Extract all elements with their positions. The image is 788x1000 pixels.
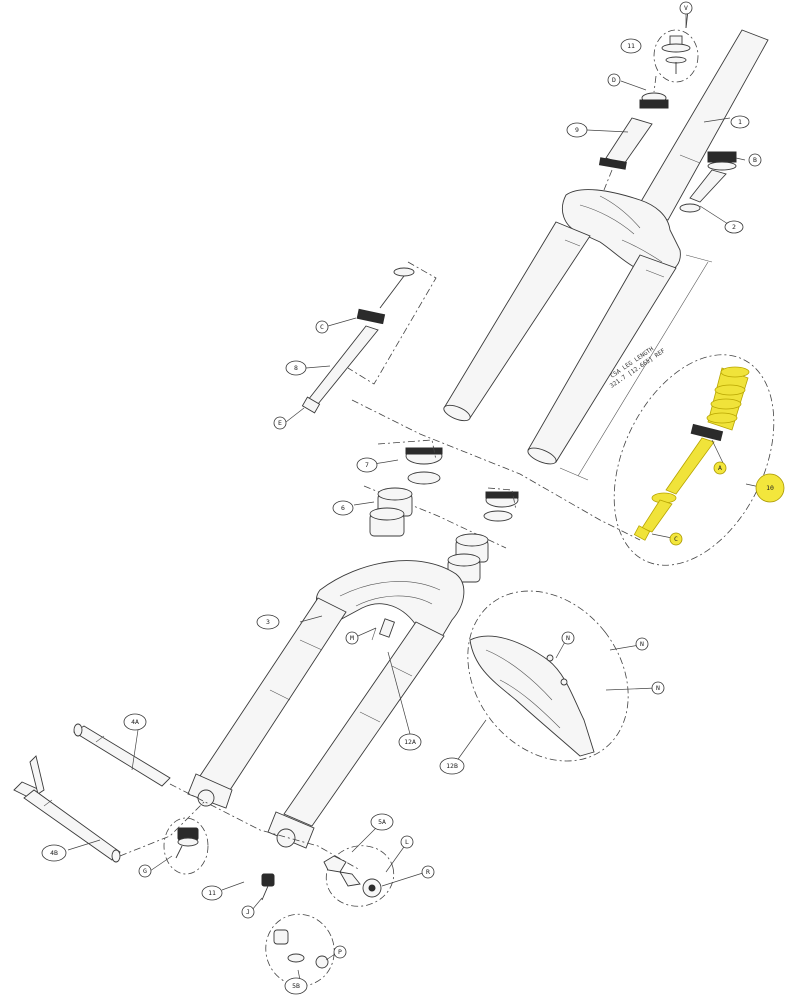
callout-1: 1 — [730, 115, 750, 129]
axle-4a — [73, 723, 171, 787]
callout-7: 7 — [356, 457, 378, 473]
svg-text:A: A — [718, 464, 722, 472]
svg-text:9: 9 — [575, 126, 579, 134]
callout-c-damper: C — [669, 532, 683, 546]
damper-assembly-10 — [613, 354, 775, 566]
svg-text:V: V — [684, 4, 688, 12]
callout-l: L — [400, 835, 414, 849]
seals-bushings — [351, 399, 641, 583]
svg-text:3: 3 — [266, 618, 270, 626]
callout-g: G — [138, 864, 152, 878]
callout-9: 9 — [566, 122, 588, 138]
svg-text:C: C — [320, 323, 324, 331]
callout-12b: 12B — [439, 757, 465, 775]
svg-text:1: 1 — [738, 118, 742, 126]
air-spring-top — [679, 151, 737, 213]
svg-text:4A: 4A — [131, 718, 139, 726]
callout-5b: 5B — [284, 977, 308, 995]
lower-legs-3 — [187, 560, 465, 849]
svg-text:7: 7 — [365, 461, 369, 469]
svg-text:11: 11 — [627, 42, 635, 50]
callout-v: V — [679, 1, 693, 15]
callout-11-top: 11 — [620, 38, 642, 54]
callout-4b: 4B — [41, 844, 67, 862]
hardware-5b — [265, 913, 335, 987]
svg-text:D: D — [612, 76, 616, 84]
upper-assembly: CSA LEG LENGTH 321.7 [12.665] REF — [443, 29, 769, 481]
callout-5a: 5A — [370, 813, 394, 831]
steerer-tube — [635, 29, 769, 221]
svg-text:4B: 4B — [50, 849, 58, 857]
leader-lines — [67, 8, 761, 981]
svg-text:G: G — [143, 867, 147, 875]
callout-c-upper: C — [315, 320, 329, 334]
callout-e: E — [273, 416, 287, 430]
svg-text:10: 10 — [766, 484, 774, 492]
fender-12b — [467, 590, 629, 762]
svg-text:6: 6 — [341, 504, 345, 512]
svg-text:5B: 5B — [292, 982, 300, 990]
svg-text:B: B — [753, 156, 757, 164]
callout-a: A — [713, 461, 727, 475]
top-cap-group — [653, 9, 699, 83]
svg-text:P: P — [338, 948, 342, 956]
svg-text:N: N — [656, 684, 660, 692]
callout-b: B — [748, 153, 762, 167]
lower-small-parts — [163, 817, 275, 901]
fender — [469, 635, 595, 757]
callout-p: P — [333, 945, 347, 959]
svg-text:M: M — [350, 634, 354, 642]
svg-text:R: R — [426, 868, 430, 876]
hardware-5a — [323, 845, 395, 907]
axle-4b-quick-release — [13, 755, 121, 863]
callout-8: 8 — [285, 360, 307, 376]
callout-r: R — [421, 865, 435, 879]
svg-text:12B: 12B — [446, 762, 458, 770]
air-shaft-8 — [301, 261, 437, 414]
svg-text:N: N — [640, 640, 644, 648]
svg-text:L: L — [405, 838, 409, 846]
callout-m: M — [345, 631, 359, 645]
callout-11-lower: 11 — [201, 885, 223, 901]
callout-n-2: N — [635, 637, 649, 651]
callout-n-1: N — [561, 631, 575, 645]
callout-n-3: N — [651, 681, 665, 695]
svg-text:5A: 5A — [378, 818, 386, 826]
damper-cartridge-9 — [598, 75, 669, 191]
svg-text:E: E — [278, 419, 282, 427]
callout-2: 2 — [724, 220, 744, 234]
svg-text:12A: 12A — [404, 738, 416, 746]
svg-text:J: J — [246, 908, 250, 916]
right-lower-leg — [283, 621, 445, 827]
callout-d: D — [607, 73, 621, 87]
svg-text:C: C — [674, 535, 678, 543]
callout-j: J — [241, 905, 255, 919]
callout-10: 10 — [755, 473, 785, 503]
callout-12a: 12A — [398, 733, 422, 751]
callout-3: 3 — [256, 614, 280, 630]
svg-text:2: 2 — [732, 223, 736, 231]
callout-6: 6 — [332, 500, 354, 516]
svg-text:N: N — [566, 634, 570, 642]
svg-text:11: 11 — [208, 889, 216, 897]
svg-text:8: 8 — [294, 364, 298, 372]
callout-4a: 4A — [123, 713, 147, 731]
